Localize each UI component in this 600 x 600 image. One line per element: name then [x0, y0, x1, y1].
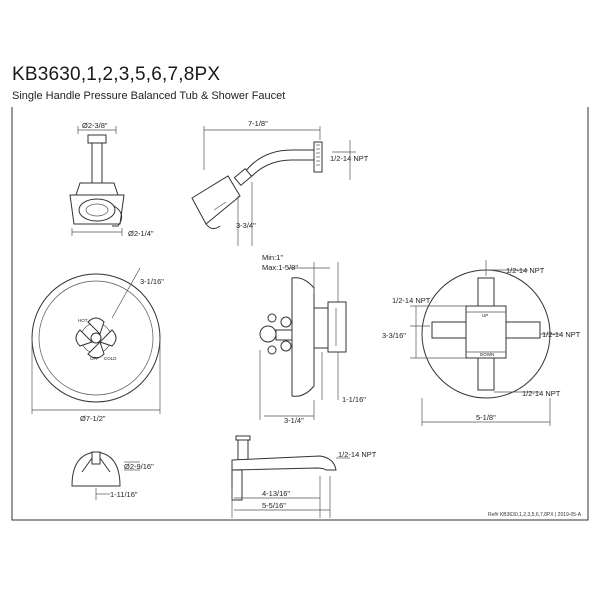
dim-arm-length: 7-1/8" — [248, 119, 268, 128]
dim-bottom-npt: 1/2-14 NPT — [522, 389, 561, 398]
dim-stem-depth: 1-1/16" — [342, 395, 366, 404]
dim-body-depth: 3-1/4" — [284, 416, 304, 425]
dim-wall-min: Min:1" — [262, 253, 283, 262]
drawing-frame — [11, 107, 589, 521]
dim-head-dia: Ø2-1/4" — [128, 229, 154, 238]
valve-side-view — [259, 262, 347, 420]
dim-arm-drop: 3-3/4" — [236, 221, 256, 230]
shower-head-front-view — [69, 126, 125, 236]
dim-spout-reach-outer: 5-5/16" — [262, 501, 286, 510]
valve-mark-down: DOWN — [480, 352, 494, 357]
plate-mark-off: OFF — [90, 356, 99, 361]
valve-rear-view — [410, 260, 560, 426]
dim-spout-reach-inner: 4-13/16" — [262, 489, 290, 498]
dim-valve-height: 3-3/16" — [382, 331, 406, 340]
dim-left-npt: 1/2-14 NPT — [392, 296, 431, 305]
trim-plate-front-view — [31, 267, 161, 414]
dim-valve-width: 5-1/8" — [476, 413, 496, 422]
dim-right-npt: 1/2-14 NPT — [542, 330, 581, 339]
dim-diverter-depth: 1-11/16" — [110, 490, 138, 499]
tub-spout-view — [231, 435, 350, 518]
valve-mark-up: UP — [482, 313, 488, 318]
dim-arm-npt: 1/2-14 NPT — [330, 154, 369, 163]
dim-spout-npt: 1/2-14 NPT — [338, 450, 377, 459]
footer-reference: Ref# KB3630,1,2,3,5,6,7,8PX | 2019-05-A — [488, 512, 582, 518]
plate-mark-cold: COLD — [104, 356, 117, 361]
dim-top-npt: 1/2-14 NPT — [506, 266, 545, 275]
dim-plate-dia: Ø7-1/2" — [80, 414, 106, 423]
page-title: KB3630,1,2,3,5,6,7,8PX — [12, 64, 221, 85]
page-subtitle: Single Handle Pressure Balanced Tub & Sh… — [12, 90, 286, 102]
dim-handle-reach: 3-1/16" — [140, 277, 164, 286]
dim-wall-max: Max:1-5/8" — [262, 263, 298, 272]
shower-arm-side-view — [191, 126, 356, 246]
dim-arm-flange-dia: Ø2-3/8" — [82, 121, 108, 130]
plate-mark-hot: HOT — [78, 318, 88, 323]
diverter-view — [71, 451, 140, 500]
dim-diverter-dia: Ø2-9/16" — [124, 462, 154, 471]
